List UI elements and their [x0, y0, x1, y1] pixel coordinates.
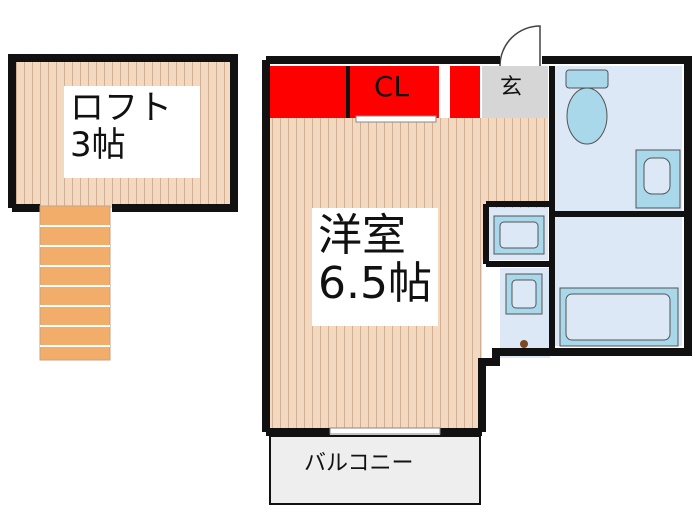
room-size: 6.5帖 — [318, 258, 432, 310]
entrance — [482, 25, 548, 118]
loft-size: 3帖 — [70, 125, 126, 166]
bath-area — [483, 66, 686, 358]
closet — [266, 66, 480, 123]
loft-ladder — [39, 205, 111, 361]
outer-walls — [262, 56, 692, 436]
closet-label: CL — [374, 70, 410, 103]
balcony-label: バルコニー — [304, 451, 414, 476]
entrance-label: 玄 — [500, 75, 523, 100]
loft-name: ロフト — [70, 88, 172, 128]
balcony — [269, 435, 481, 505]
room-label: 洋室 6.5帖 — [312, 208, 438, 326]
loft-label: ロフト 3帖 — [64, 86, 200, 178]
room-name: 洋室 — [318, 210, 406, 261]
